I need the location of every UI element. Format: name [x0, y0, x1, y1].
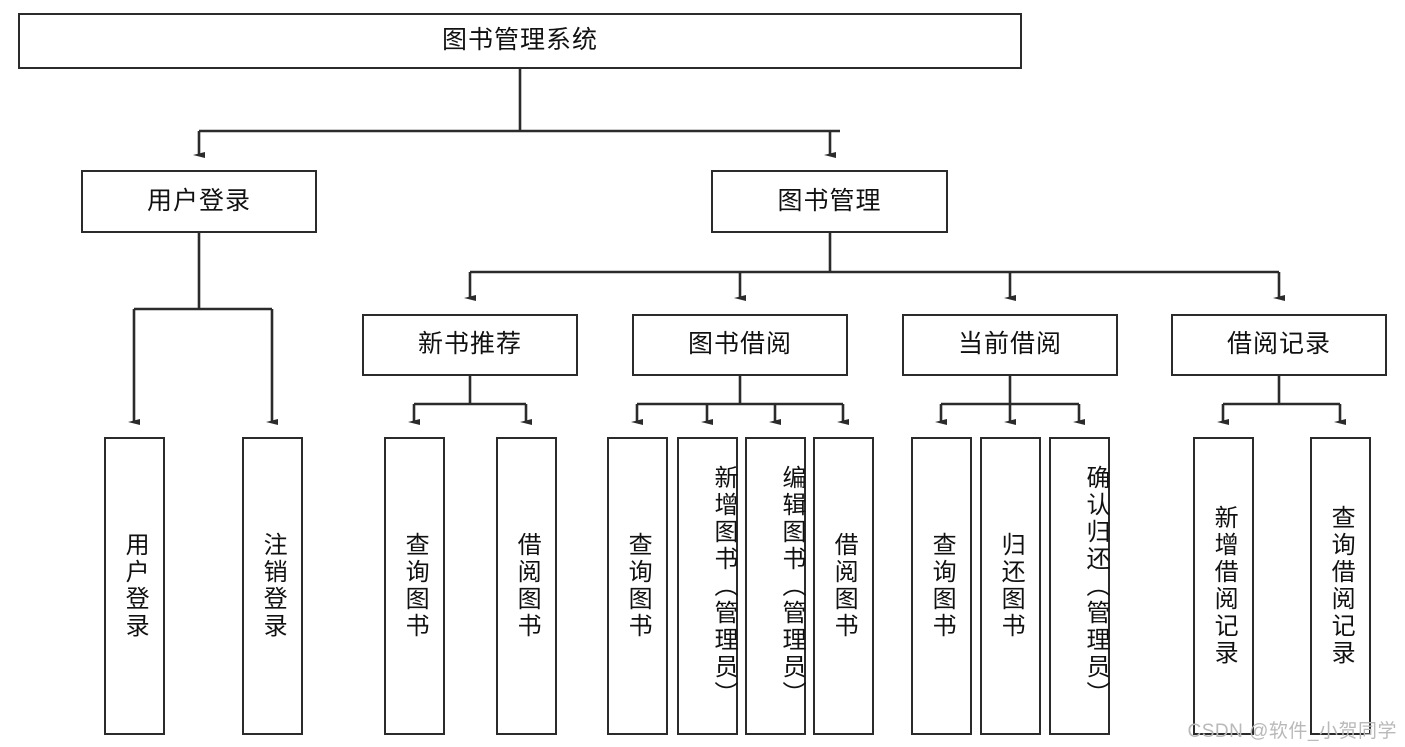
leaf-book-borrow-query[interactable]: 查询图书: [607, 437, 668, 735]
leaf-borrow-record-query[interactable]: 查询借阅记录: [1310, 437, 1371, 735]
leaf-label: 注销登录: [259, 532, 287, 640]
leaf-label: 查询图书: [928, 532, 956, 640]
leaf-label: 查询借阅记录: [1327, 505, 1355, 667]
leaf-label: 归还图书: [997, 532, 1025, 640]
node-root[interactable]: 图书管理系统: [18, 13, 1022, 69]
leaf-user-login-login[interactable]: 用户登录: [104, 437, 165, 735]
node-book-management[interactable]: 图书管理: [711, 170, 948, 233]
leaf-new-book-borrow[interactable]: 借阅图书: [496, 437, 557, 735]
watermark: CSDN @软件_小贺同学: [1187, 721, 1397, 742]
leaf-current-borrow-return[interactable]: 归还图书: [980, 437, 1041, 735]
leaf-user-login-logout[interactable]: 注销登录: [242, 437, 303, 735]
leaf-label: 借阅图书: [830, 532, 858, 640]
leaf-label: 新增图书（管理员）: [710, 464, 737, 708]
leaf-new-book-query[interactable]: 查询图书: [384, 437, 445, 735]
node-current-borrow[interactable]: 当前借阅: [902, 314, 1118, 376]
leaf-book-borrow-add[interactable]: 新增图书（管理员）: [677, 437, 738, 735]
leaf-label: 查询图书: [624, 532, 652, 640]
node-new-book-recommend-label: 新书推荐: [417, 330, 522, 359]
leaf-borrow-record-add[interactable]: 新增借阅记录: [1193, 437, 1254, 735]
leaf-current-borrow-query[interactable]: 查询图书: [911, 437, 972, 735]
node-user-login[interactable]: 用户登录: [81, 170, 317, 233]
node-current-borrow-label: 当前借阅: [957, 330, 1062, 359]
node-book-borrow[interactable]: 图书借阅: [632, 314, 848, 376]
leaf-label: 确认归还（管理员）: [1082, 464, 1109, 708]
node-book-borrow-label: 图书借阅: [687, 330, 792, 359]
leaf-label: 新增借阅记录: [1210, 505, 1238, 667]
leaf-current-borrow-confirm-return[interactable]: 确认归还（管理员）: [1049, 437, 1110, 735]
leaf-book-borrow-borrow[interactable]: 借阅图书: [813, 437, 874, 735]
node-root-label: 图书管理系统: [441, 26, 598, 55]
leaf-label: 查询图书: [401, 532, 429, 640]
node-borrow-record[interactable]: 借阅记录: [1171, 314, 1387, 376]
leaf-label: 用户登录: [121, 532, 149, 640]
node-new-book-recommend[interactable]: 新书推荐: [362, 314, 578, 376]
node-borrow-record-label: 借阅记录: [1226, 330, 1331, 359]
leaf-book-borrow-edit[interactable]: 编辑图书（管理员）: [745, 437, 806, 735]
node-user-login-label: 用户登录: [146, 186, 251, 215]
leaf-label: 借阅图书: [513, 532, 541, 640]
leaf-label: 编辑图书（管理员）: [778, 464, 805, 708]
node-book-management-label: 图书管理: [777, 186, 882, 215]
